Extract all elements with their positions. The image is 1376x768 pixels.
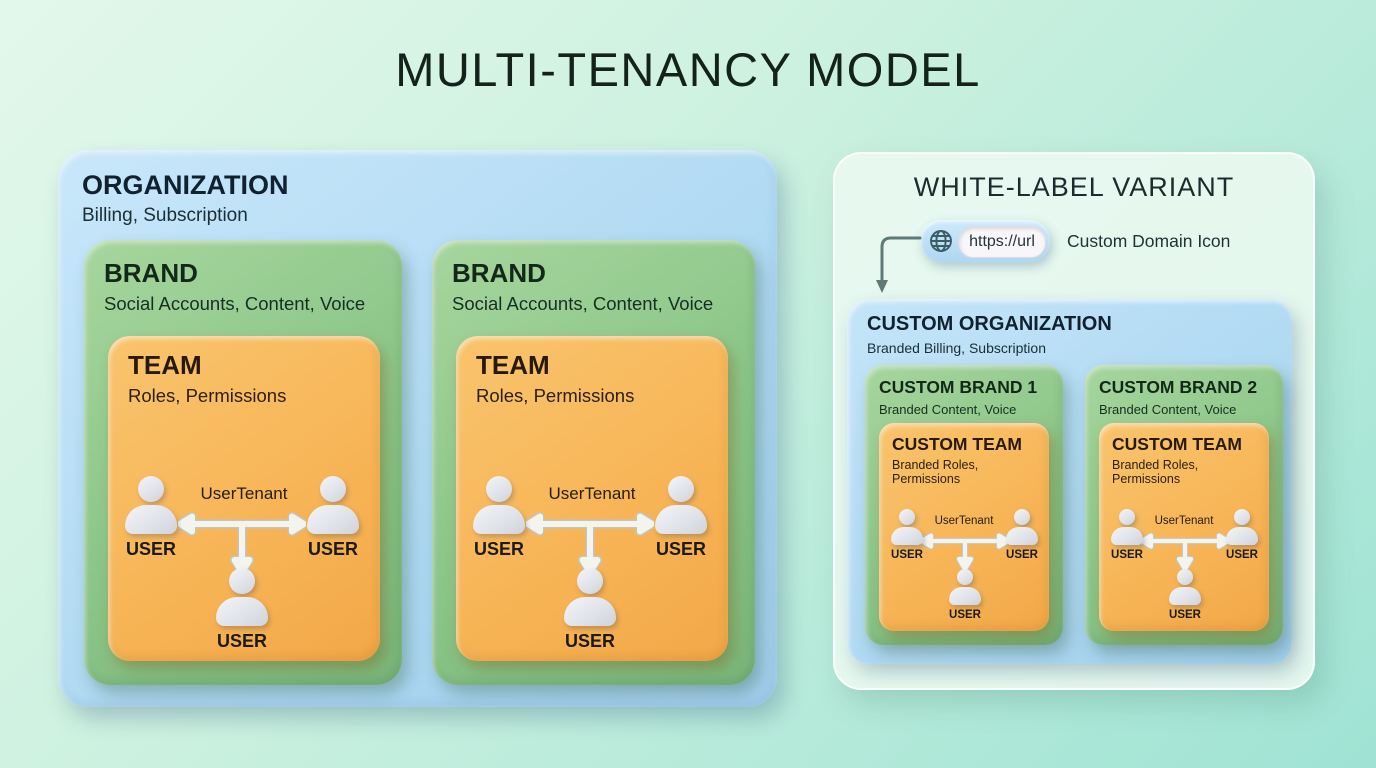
white-label-panel: WHITE-LABEL VARIANT https://url Custom D…	[833, 152, 1315, 690]
user-label: USER	[1169, 609, 1201, 621]
custom-domain-pill: https://url	[920, 220, 1050, 262]
user-label: USER	[655, 539, 706, 559]
custom-brand-subtitle: Branded Content, Voice	[879, 402, 1017, 417]
user-bottom: USER	[207, 568, 277, 652]
organization-subtitle: Billing, Subscription	[82, 205, 248, 226]
user-label: USER	[891, 549, 923, 561]
usertenant-label: UserTenant	[548, 484, 636, 503]
custom-organization-box: CUSTOM ORGANIZATION Branded Billing, Sub…	[847, 299, 1292, 664]
user-right: USER	[298, 476, 368, 560]
custom-team-box: CUSTOM TEAM Branded Roles, Permissions U…	[1099, 423, 1269, 631]
team-box: TEAM Roles, Permissions UserTenant	[456, 336, 728, 661]
user-left: USER	[879, 509, 935, 561]
user-icon	[1006, 509, 1038, 545]
user-label: USER	[1006, 549, 1038, 561]
user-label: USER	[307, 539, 358, 559]
url-field: https://url	[958, 226, 1046, 258]
user-label: USER	[1226, 549, 1258, 561]
user-label: USER	[949, 609, 981, 621]
team-subtitle: Roles, Permissions	[476, 385, 635, 406]
brand-title: BRAND	[452, 258, 546, 288]
user-icon	[307, 476, 359, 534]
brand-subtitle: Social Accounts, Content, Voice	[104, 293, 366, 314]
brand-subtitle: Social Accounts, Content, Voice	[452, 293, 714, 314]
custom-team-title: CUSTOM TEAM	[1112, 434, 1242, 454]
organization-box: ORGANIZATION Billing, Subscription BRAND…	[58, 150, 777, 707]
custom-organization-subtitle: Branded Billing, Subscription	[867, 340, 1046, 356]
user-label: USER	[1111, 549, 1143, 561]
usertenant-arrows-icon	[1139, 533, 1231, 573]
custom-brand-title: CUSTOM BRAND 2	[1099, 377, 1258, 397]
custom-team-box: CUSTOM TEAM Branded Roles, Permissions U…	[879, 423, 1049, 631]
user-left: USER	[1099, 509, 1155, 561]
globe-icon	[928, 228, 954, 254]
user-bottom: USER	[1157, 569, 1213, 621]
custom-brand-subtitle: Branded Content, Voice	[1099, 402, 1237, 417]
team-box: TEAM Roles, Permissions UserTenant	[108, 336, 380, 661]
user-left: USER	[464, 476, 534, 560]
team-subtitle: Roles, Permissions	[128, 385, 287, 406]
user-bottom: USER	[555, 568, 625, 652]
user-right: USER	[1214, 509, 1270, 561]
white-label-title: WHITE-LABEL VARIANT	[913, 172, 1235, 202]
custom-brand-box-1: CUSTOM BRAND 1 Branded Content, Voice CU…	[865, 365, 1063, 645]
user-bottom: USER	[937, 569, 993, 621]
user-label: USER	[216, 631, 267, 651]
user-icon	[125, 476, 177, 534]
user-left: USER	[116, 476, 186, 560]
user-label: USER	[473, 539, 524, 559]
team-title: TEAM	[128, 350, 202, 380]
custom-brand-box-2: CUSTOM BRAND 2 Branded Content, Voice CU…	[1085, 365, 1283, 645]
organization-title: ORGANIZATION	[82, 170, 289, 200]
usertenant-label: UserTenant	[200, 484, 288, 503]
user-icon	[1169, 569, 1201, 605]
custom-team-subtitle: Branded Roles, Permissions	[1112, 458, 1199, 486]
user-icon	[655, 476, 707, 534]
brand-title: BRAND	[104, 258, 198, 288]
usertenant-label: UserTenant	[934, 515, 994, 527]
usertenant-arrows-icon	[919, 533, 1011, 573]
custom-team-title: CUSTOM TEAM	[892, 434, 1022, 454]
user-icon	[891, 509, 923, 545]
usertenant-arrows-icon	[526, 512, 654, 577]
brand-box-1: BRAND Social Accounts, Content, Voice TE…	[84, 240, 402, 685]
user-right: USER	[994, 509, 1050, 561]
user-label: USER	[564, 631, 615, 651]
user-icon	[473, 476, 525, 534]
user-icon	[564, 568, 616, 626]
user-icon	[949, 569, 981, 605]
user-label: USER	[125, 539, 176, 559]
custom-domain-caption: Custom Domain Icon	[1067, 231, 1231, 251]
arrow-down-icon	[876, 236, 922, 293]
brand-box-2: BRAND Social Accounts, Content, Voice TE…	[432, 240, 755, 685]
custom-organization-title: CUSTOM ORGANIZATION	[867, 313, 1112, 335]
usertenant-arrows-icon	[178, 512, 306, 577]
page-title: MULTI-TENANCY MODEL	[395, 43, 981, 96]
user-icon	[1111, 509, 1143, 545]
user-icon	[1226, 509, 1258, 545]
user-right: USER	[646, 476, 716, 560]
custom-brand-title: CUSTOM BRAND 1	[879, 377, 1038, 397]
custom-team-subtitle: Branded Roles, Permissions	[892, 458, 979, 486]
team-title: TEAM	[476, 350, 550, 380]
usertenant-label: UserTenant	[1154, 515, 1214, 527]
user-icon	[216, 568, 268, 626]
